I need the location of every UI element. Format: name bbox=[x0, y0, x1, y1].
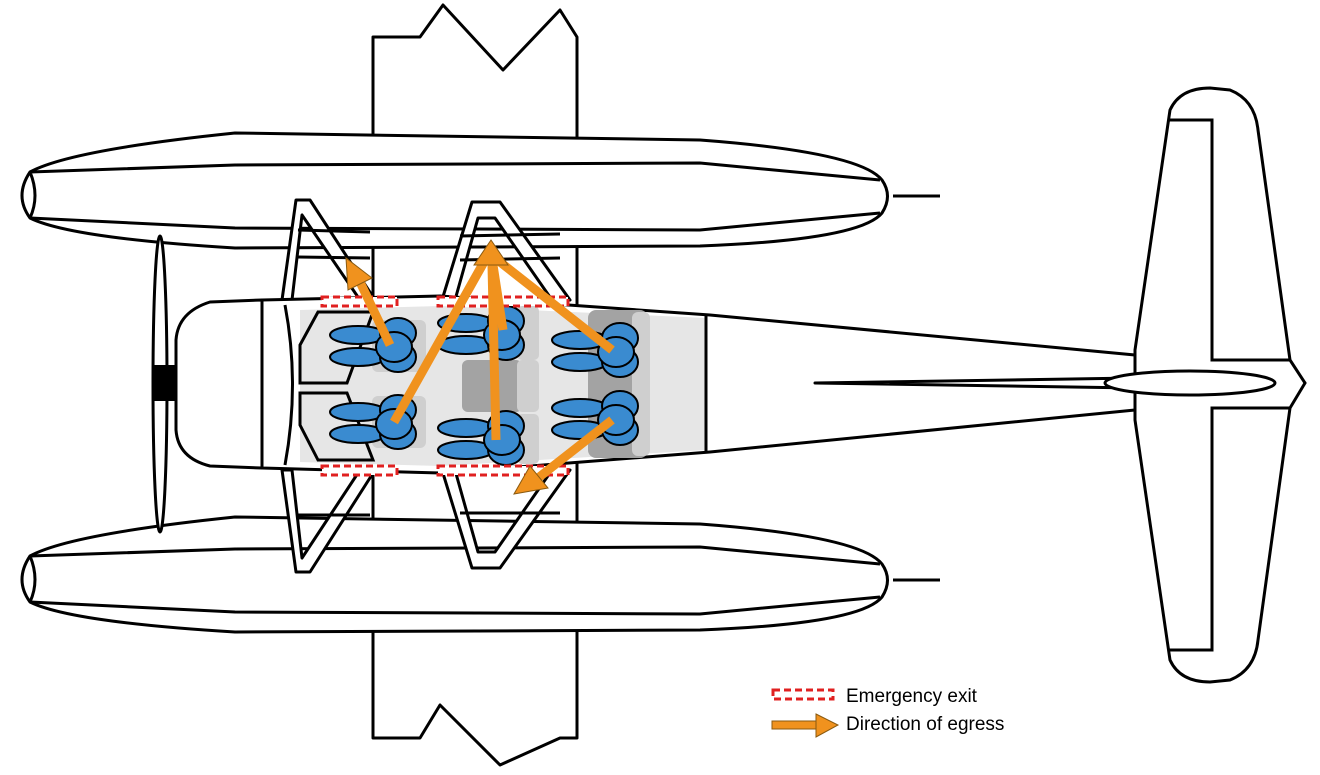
occupant bbox=[551, 322, 639, 378]
legend-direction-of-egress: Direction of egress bbox=[846, 714, 1005, 735]
upper-float bbox=[20, 131, 940, 250]
egress-arrows bbox=[345, 239, 615, 495]
lower-float bbox=[20, 515, 940, 634]
propeller bbox=[151, 234, 177, 534]
occupants bbox=[329, 305, 639, 466]
legend-emergency-exit: Emergency exit bbox=[846, 686, 977, 707]
legend-arrow-swatch bbox=[771, 713, 840, 738]
nose-cowl bbox=[174, 298, 264, 470]
legend-exit-swatch bbox=[771, 688, 835, 701]
